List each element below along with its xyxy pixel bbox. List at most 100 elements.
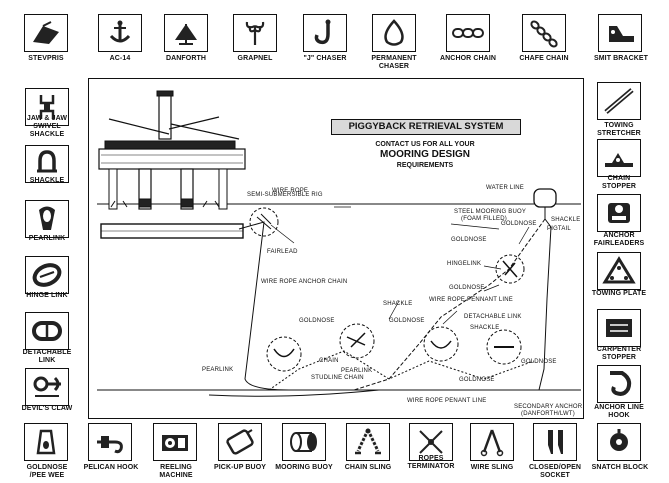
label-goldnose-6: GOLDNOSE bbox=[459, 377, 495, 383]
label-goldnose-5: GOLDNOSE bbox=[389, 318, 425, 324]
pelican-hook-icon bbox=[88, 423, 132, 461]
item-label-line1: CHAIN bbox=[607, 175, 631, 182]
item-label: PERMANENT CHASER bbox=[366, 55, 422, 71]
grapnel-icon bbox=[233, 14, 277, 52]
item-label: HINGE LINK bbox=[26, 292, 68, 299]
j-chaser-icon bbox=[303, 14, 347, 52]
item-label-line1: REELING bbox=[160, 464, 192, 471]
item-label-line1: ANCHOR LINE bbox=[594, 404, 644, 411]
mooring-buoy-icon bbox=[282, 423, 326, 461]
item-label: GOLDNOSE /PEE WEE bbox=[14, 464, 80, 480]
chafe-chain-icon bbox=[522, 14, 566, 52]
label-secondary-anchor-sub: (DANFORTH/LWT) bbox=[521, 411, 575, 417]
swivel-icon bbox=[25, 88, 69, 126]
item-label: DANFORTH bbox=[165, 55, 207, 62]
item-label: CHAFE CHAIN bbox=[519, 55, 569, 62]
item-label-line2: TERMINATOR bbox=[407, 463, 455, 470]
item-label: WIRE SLING bbox=[470, 464, 514, 471]
item-label-line2: CHASER bbox=[378, 63, 410, 70]
snatch-block-icon bbox=[597, 423, 641, 461]
item-label: ANCHOR FAIRLEADERS bbox=[585, 232, 653, 248]
item-label: PELICAN HOOK bbox=[83, 464, 139, 471]
item-label: PICK-UP BUOY bbox=[213, 464, 267, 471]
reeling-machine-icon bbox=[153, 423, 197, 461]
item-label-line2: HOOK bbox=[608, 412, 630, 419]
anchor-fairleader-icon bbox=[597, 194, 641, 232]
stevpris-anchor-icon bbox=[24, 14, 68, 52]
semi-submersible-rig bbox=[98, 90, 246, 239]
item-label: DEVIL'S CLAW bbox=[21, 405, 73, 412]
hinge-link-icon bbox=[25, 256, 69, 294]
item-label: REELING MACHINE bbox=[143, 464, 209, 480]
label-pearlink-2: PEARLINK bbox=[341, 368, 373, 374]
item-label: GRAPNEL bbox=[237, 55, 273, 62]
item-label-line1: ANCHOR bbox=[603, 232, 635, 239]
item-label-line1: ROPES bbox=[418, 455, 444, 462]
item-label-line2: FAIRLEADERS bbox=[593, 240, 645, 247]
item-label: SHACKLE bbox=[29, 177, 65, 184]
item-label: ROPES TERMINATOR bbox=[397, 455, 465, 471]
item-label: TOWING PLATE bbox=[591, 290, 647, 297]
pearlink-icon bbox=[25, 200, 69, 238]
ropes-terminator-icon bbox=[409, 423, 453, 461]
label-shackle-mid2: SHACKLE bbox=[470, 325, 500, 331]
label-studline: STUDLINE CHAIN bbox=[311, 375, 364, 381]
item-label-line1: CARPENTER bbox=[596, 346, 642, 353]
item-label: STEVPRIS bbox=[28, 55, 64, 62]
goldnose-icon bbox=[24, 423, 68, 461]
chain-sling-icon bbox=[346, 423, 390, 461]
shackle-icon bbox=[25, 145, 69, 183]
label-goldnose-2: GOLDNOSE bbox=[451, 237, 487, 243]
item-label-line1: TOWING bbox=[604, 122, 634, 129]
wire-sling-icon bbox=[470, 423, 514, 461]
item-label-line2: SOCKET bbox=[540, 472, 570, 479]
mooring-line bbox=[238, 221, 290, 391]
towing-plate-icon bbox=[597, 252, 641, 290]
item-label-line2: MACHINE bbox=[159, 472, 193, 479]
label-pigtail: PIGTAIL bbox=[547, 226, 571, 232]
label-chain: CHAIN bbox=[319, 358, 339, 364]
label-detachable-link: DETACHABLE LINK bbox=[464, 314, 522, 320]
item-label: "J" CHASER bbox=[303, 55, 347, 62]
item-label-line1: JAW & JAW bbox=[26, 115, 68, 122]
devils-claw-icon bbox=[25, 368, 69, 406]
steel-mooring-buoy bbox=[533, 188, 557, 228]
diagram-drawing bbox=[97, 90, 581, 397]
danforth-anchor-icon bbox=[164, 14, 208, 52]
label-buoy-sub: (FOAM FILLED) bbox=[461, 216, 507, 222]
item-label-line1: CLOSED/OPEN bbox=[528, 464, 582, 471]
label-shackle-mid: SHACKLE bbox=[383, 301, 413, 307]
label-goldnose-1: GOLDNOSE bbox=[501, 221, 537, 227]
contact-line1: CONTACT US FOR ALL YOUR bbox=[375, 141, 475, 148]
item-label: CARPENTER STOPPER bbox=[585, 346, 653, 362]
chain-stopper-icon bbox=[597, 139, 641, 177]
label-buoy: STEEL MOORING BUOY bbox=[454, 209, 527, 215]
label-goldnose-7: GOLDNOSE bbox=[521, 359, 557, 365]
item-label: ANCHOR CHAIN bbox=[439, 55, 497, 62]
item-label-line2: STOPPER bbox=[601, 354, 637, 361]
smit-bracket-icon bbox=[598, 14, 642, 52]
label-water-line: WATER LINE bbox=[486, 185, 525, 191]
item-label: CHAIN SLING bbox=[344, 464, 392, 471]
item-label: PEARLINK bbox=[28, 235, 66, 242]
label-semi-rig: SEMI-SUBMERSIBLE RIG bbox=[247, 192, 323, 198]
pickup-buoy-icon bbox=[218, 423, 262, 461]
connector-circles bbox=[266, 323, 522, 372]
label-pennant-line-1: WIRE ROPE PENNANT LINE bbox=[429, 297, 513, 303]
socket-icon bbox=[533, 423, 577, 461]
label-fairlead: FAIRLEAD bbox=[267, 249, 298, 255]
item-label-line1: GOLDNOSE bbox=[26, 464, 68, 471]
ac14-anchor-icon bbox=[98, 14, 142, 52]
label-secondary-anchor: SECONDARY ANCHOR bbox=[514, 404, 583, 410]
item-label-line1: DETACHABLE bbox=[22, 349, 72, 356]
anchor-line-hook-icon bbox=[597, 365, 641, 403]
contact-line3: REQUIREMENTS bbox=[396, 162, 454, 169]
item-label: TOWING STRETCHER bbox=[585, 122, 653, 138]
item-label: ANCHOR LINE HOOK bbox=[583, 404, 655, 420]
item-label: JAW & JAW SWIVEL SHACKLE bbox=[14, 115, 80, 139]
item-label-line2: /PEE WEE bbox=[29, 472, 65, 479]
item-label: CHAIN STOPPER bbox=[585, 175, 653, 191]
label-wire-rope-anchor-chain: WIRE ROPE ANCHOR CHAIN bbox=[261, 279, 348, 285]
item-label-line1: PERMANENT bbox=[371, 55, 417, 62]
label-shackle-right: SHACKLE bbox=[551, 217, 581, 223]
